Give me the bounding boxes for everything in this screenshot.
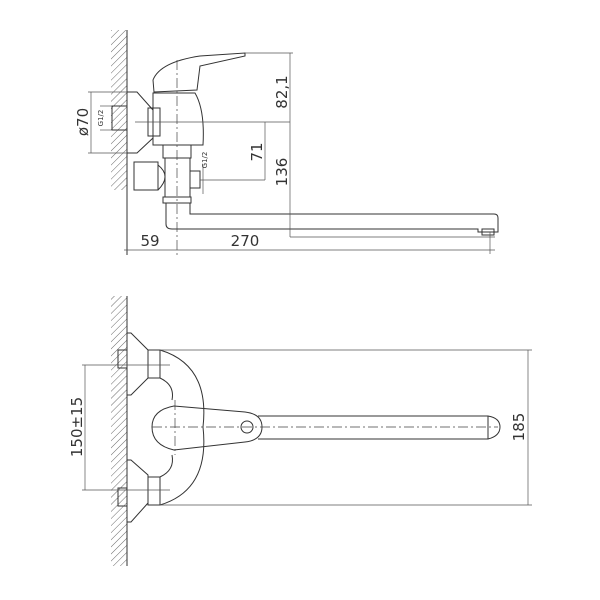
dim-59: 59 bbox=[140, 232, 159, 250]
diverter-arc bbox=[157, 164, 166, 191]
body-outline bbox=[159, 349, 205, 506]
swivel-ring bbox=[162, 196, 192, 204]
lever-handle bbox=[152, 52, 246, 93]
diverter-stem bbox=[164, 157, 191, 198]
dim-270: 270 bbox=[231, 232, 260, 250]
lower-nipple bbox=[117, 487, 128, 507]
dim-185: 185 bbox=[510, 413, 528, 442]
dim-diameter-70: ø70 bbox=[74, 108, 92, 136]
upper-nipple bbox=[117, 349, 128, 369]
lower-flange bbox=[127, 459, 149, 523]
thread-inlet: G1/2 bbox=[97, 110, 105, 127]
inlet-nipple bbox=[111, 105, 128, 131]
dim-136: 136 bbox=[273, 158, 291, 187]
spout-top bbox=[258, 415, 501, 440]
wall-hatch bbox=[111, 30, 127, 190]
handle-lever bbox=[151, 405, 263, 451]
top-view: 150±15 185 bbox=[68, 296, 532, 566]
outlet-nipple bbox=[189, 170, 201, 189]
handle-pivot-icon bbox=[240, 420, 254, 434]
upper-flange bbox=[127, 332, 149, 396]
aerator bbox=[481, 228, 495, 236]
dim-82-1: 82,1 bbox=[273, 75, 291, 108]
dim-71: 71 bbox=[248, 142, 266, 161]
side-view: 82,1 71 136 ø70 G1/2 G1/2 59 270 bbox=[74, 30, 499, 255]
dim-150-15: 150±15 bbox=[68, 397, 86, 457]
spout bbox=[165, 203, 499, 233]
upper-nut bbox=[147, 349, 161, 379]
mixer-body bbox=[152, 92, 204, 146]
diverter-knob bbox=[133, 161, 159, 191]
wall-hatch-top bbox=[111, 296, 127, 566]
lower-nut bbox=[147, 476, 161, 506]
thread-outlet: G1/2 bbox=[201, 152, 209, 169]
wall-flange bbox=[127, 91, 154, 154]
